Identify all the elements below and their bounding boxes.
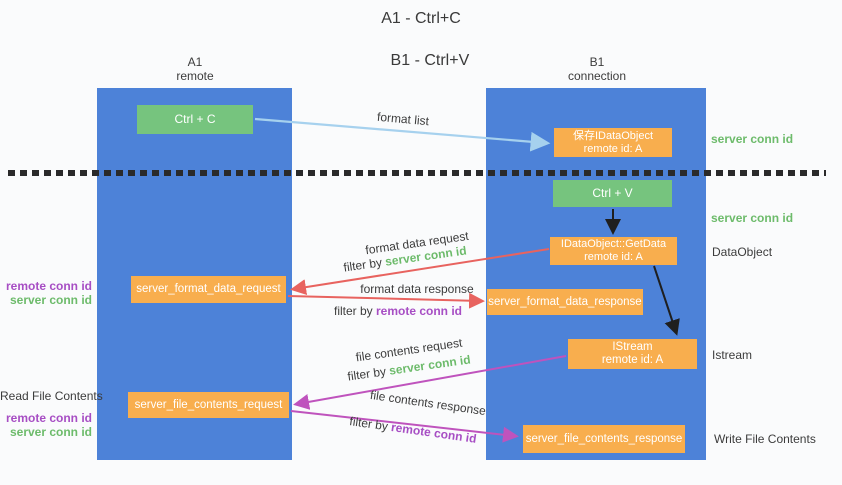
filter-by-text: filter by [346, 363, 391, 384]
node-save-idataobject-line2: remote id: A [583, 142, 643, 155]
right-label-istream: Istream [712, 348, 753, 362]
node-server-file-contents-request: server_file_contents_request [128, 392, 289, 418]
node-getdata-line2: remote id: A [584, 251, 643, 263]
node-idataobject-getdata: IDataObject::GetData remote id: A [550, 237, 677, 265]
format-data-response-arrow [287, 292, 485, 309]
remote-conn-id-text: remote conn id [390, 420, 478, 446]
lifeline-a1-title: A1 [187, 55, 203, 69]
label-format-data-response: format data response [360, 282, 474, 296]
node-ctrl-v-label: Ctrl + V [592, 186, 633, 200]
left-label-remote-conn-id-bottom: remote conn id [5, 411, 92, 425]
filter-by-text: filter by [342, 254, 387, 275]
node-server-format-data-response-label: server_format_data_response [488, 295, 642, 308]
diagram-title: A1 - Ctrl+C B1 - Ctrl+V [373, 8, 469, 71]
label-filter-by-remote-conn-id-1: filter by remote conn id [334, 304, 462, 318]
node-ctrl-c-label: Ctrl + C [174, 112, 216, 126]
node-save-idataobject-line1: 保存IDataObject [572, 129, 654, 142]
node-istream-line2: remote id: A [601, 354, 664, 366]
right-label-server-conn-id-top: server conn id [711, 132, 794, 146]
node-server-file-contents-response-label: server_file_contents_response [525, 432, 683, 445]
lifeline-a1-subtitle: remote [176, 69, 214, 83]
right-label-dataobject: DataObject [712, 245, 773, 259]
node-getdata-line1: IDataObject::GetData [560, 238, 667, 250]
node-server-format-data-response: server_format_data_response [487, 289, 643, 315]
node-server-format-data-request-label: server_format_data_request [136, 283, 281, 295]
title-line2: B1 - Ctrl+V [390, 52, 470, 69]
node-server-file-contents-response: server_file_contents_response [523, 425, 685, 453]
lifeline-header-b1: B1 connection [568, 55, 626, 83]
left-label-remote-conn-id-top: remote conn id [5, 279, 92, 293]
filter-by-text: filter by [333, 304, 376, 318]
left-label-server-conn-id-bottom: server conn id [9, 425, 92, 439]
node-istream-line1: IStream [612, 341, 653, 353]
filter-by-text: filter by [348, 414, 393, 434]
node-server-format-data-request: server_format_data_request [131, 276, 286, 303]
node-server-file-contents-request-label: server_file_contents_request [134, 398, 283, 411]
label-filter-by-remote-conn-id-2: filter by remote conn id [349, 414, 478, 446]
lifeline-b1-title: B1 [589, 55, 605, 69]
lifeline-b1-subtitle: connection [567, 69, 627, 83]
left-label-read-file-contents: Read File Contents [0, 389, 103, 403]
lifeline-header-a1: A1 remote [176, 55, 213, 83]
remote-conn-id-text: remote conn id [376, 304, 463, 318]
label-format-list: format list [376, 109, 430, 129]
label-file-contents-response: file contents response [369, 387, 487, 419]
node-ctrl-c: Ctrl + C [137, 105, 253, 134]
title-line1: A1 - Ctrl+C [381, 10, 461, 27]
right-label-server-conn-id-mid: server conn id [711, 211, 794, 225]
right-label-write-file-contents: Write File Contents [714, 432, 816, 446]
node-istream: IStream remote id: A [568, 339, 697, 369]
left-label-server-conn-id-top: server conn id [9, 293, 92, 307]
node-save-idataobject: 保存IDataObject remote id: A [554, 128, 672, 157]
node-ctrl-v: Ctrl + V [553, 180, 672, 207]
